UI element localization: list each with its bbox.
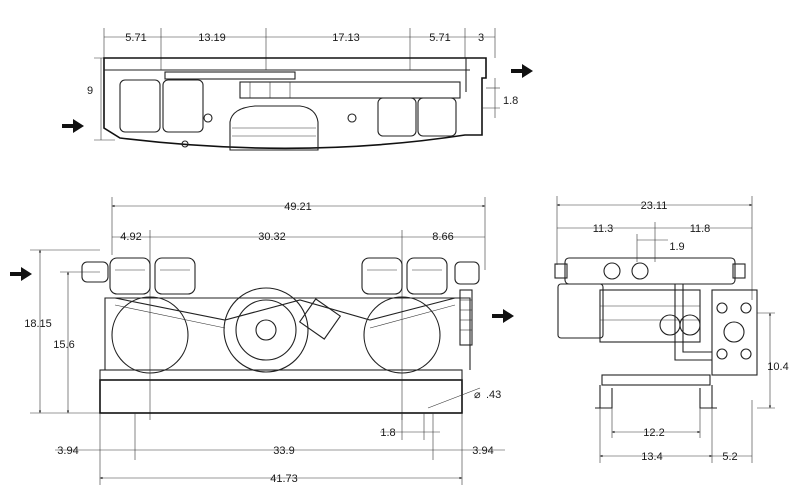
dim-side-flange-height: 10.4 [767,361,788,373]
dim-front-base-length: 41.73 [270,473,298,485]
dim-top-outlet-offset: 1.8 [503,95,518,107]
dim-side-port-offset: 1.9 [669,241,684,253]
dim-top-seg4: 5.71 [429,32,450,44]
outlet-arrow-icon [511,64,533,78]
dim-front-center-span: 30.32 [258,231,286,243]
dim-top-height: 9 [87,85,93,97]
dim-top-seg3: 17.13 [332,32,360,44]
dim-front-hole-offset: 1.8 [380,427,395,439]
dim-side-foot-inner: 12.2 [643,427,664,439]
dim-front-left-offset: 4.92 [120,231,141,243]
dim-top-seg5: 3 [478,32,484,44]
dim-side-overall-width: 23.11 [641,200,668,212]
dim-front-hole-dia: .43 [486,389,501,401]
dim-side-foot-offset: 5.2 [722,451,737,463]
dim-front-base-left: 3.94 [57,445,78,457]
dim-top-seg1: 5.71 [125,32,146,44]
dim-front-base-center: 33.9 [273,445,294,457]
front-view: 49.21 4.92 30.32 8.66 18.15 15.6 [24,197,505,485]
inlet-arrow-icon [62,119,84,133]
dim-front-base-right: 3.94 [472,445,493,457]
side-view: 23.11 11.3 11.8 1.9 [554,196,789,463]
dim-front-right-offset: 8.66 [432,231,453,243]
dim-side-left-half: 11.3 [593,223,614,235]
top-view: 5.71 13.19 17.13 5.71 3 9 [87,28,518,151]
diameter-symbol-icon: ⌀ [474,389,481,401]
dim-front-base-height: 15.6 [53,339,74,351]
front-outlet-arrow-icon [492,309,514,323]
dim-top-seg2: 13.19 [198,32,226,44]
dim-front-overall-height: 18.15 [24,318,52,330]
dim-side-foot-outer: 13.4 [641,451,662,463]
dim-side-right-half: 11.8 [690,223,711,235]
front-inlet-arrow-icon [10,267,32,281]
dim-front-overall-length: 49.21 [284,201,312,213]
